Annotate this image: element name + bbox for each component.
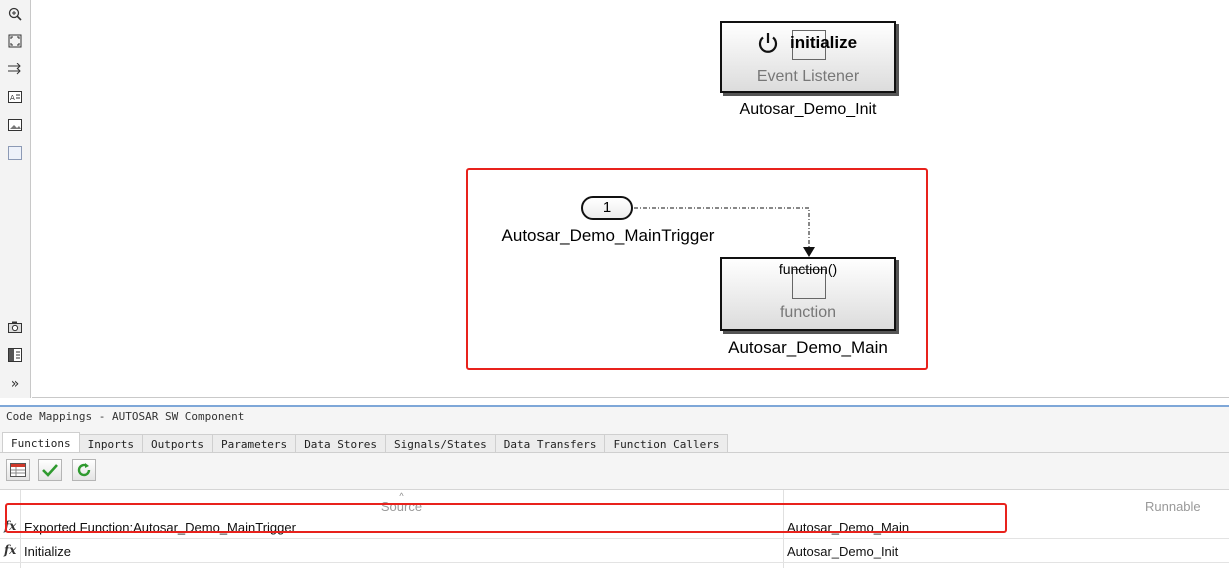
tab-data-stores[interactable]: Data Stores bbox=[295, 434, 387, 453]
camera-icon[interactable] bbox=[6, 318, 24, 336]
source-cell: Exported Function:Autosar_Demo_MainTrigg… bbox=[24, 520, 296, 535]
tab-data-transfers[interactable]: Data Transfers bbox=[494, 434, 606, 453]
column-divider bbox=[783, 490, 784, 568]
table-config-icon bbox=[10, 463, 26, 477]
svg-text:A: A bbox=[10, 94, 15, 102]
expand-icon[interactable]: » bbox=[10, 376, 20, 392]
inport-name[interactable]: Autosar_Demo_MainTrigger bbox=[501, 226, 715, 245]
table-row[interactable]: fx Exported Function:Autosar_Demo_MainTr… bbox=[0, 516, 1229, 539]
refresh-icon bbox=[77, 463, 91, 477]
function-icon: fx bbox=[4, 543, 17, 557]
tab-signals-states[interactable]: Signals/States bbox=[385, 434, 496, 453]
main-function-block[interactable]: function() function bbox=[720, 257, 896, 331]
table-row[interactable]: fx Initialize Autosar_Demo_Init bbox=[0, 540, 1229, 563]
area-icon[interactable] bbox=[6, 144, 24, 162]
main-block-subtitle: function bbox=[779, 304, 837, 321]
runnable-cell[interactable]: Autosar_Demo_Main bbox=[787, 520, 910, 535]
tab-parameters[interactable]: Parameters bbox=[211, 434, 297, 453]
main-block-title: function() bbox=[778, 261, 838, 277]
tab-function-callers[interactable]: Function Callers bbox=[604, 434, 729, 453]
validate-button[interactable] bbox=[38, 459, 62, 481]
sort-caret-icon: ^ bbox=[399, 491, 404, 501]
annotation-icon[interactable]: A bbox=[6, 88, 24, 106]
mapping-toolbar bbox=[0, 454, 1229, 488]
refresh-button[interactable] bbox=[72, 459, 96, 481]
initialize-block-title: initialize bbox=[790, 33, 858, 52]
tool-palette: A » bbox=[0, 0, 31, 398]
initialize-block-subtitle: Event Listener bbox=[756, 68, 860, 85]
model-canvas[interactable]: initialize Event Listener Autosar_Demo_I… bbox=[32, 0, 1229, 398]
column-header-source[interactable]: ^ Source bbox=[20, 491, 783, 518]
tab-inports[interactable]: Inports bbox=[78, 434, 143, 453]
function-call-signal bbox=[634, 207, 815, 257]
code-mappings-panel: Code Mappings - AUTOSAR SW Component Fun… bbox=[0, 405, 1229, 568]
check-icon bbox=[42, 464, 58, 477]
tab-outports[interactable]: Outports bbox=[141, 434, 213, 453]
initialize-block[interactable]: initialize Event Listener bbox=[720, 21, 896, 93]
block-port-square bbox=[792, 30, 826, 60]
column-divider bbox=[20, 490, 21, 568]
source-header-label: Source bbox=[380, 499, 423, 514]
inport-number: 1 bbox=[602, 199, 612, 216]
tab-functions[interactable]: Functions bbox=[2, 432, 80, 453]
image-icon[interactable] bbox=[6, 116, 24, 134]
panel-title: Code Mappings - AUTOSAR SW Component bbox=[6, 410, 245, 423]
runnable-cell[interactable]: Autosar_Demo_Init bbox=[787, 544, 899, 559]
function-icon: fx bbox=[4, 519, 17, 533]
property-inspector-icon[interactable] bbox=[6, 346, 24, 364]
configure-button[interactable] bbox=[6, 459, 30, 481]
source-cell: Initialize bbox=[24, 544, 71, 559]
tab-divider bbox=[0, 452, 1229, 453]
inport-block[interactable]: 1 bbox=[581, 196, 633, 220]
power-icon bbox=[758, 33, 778, 53]
fit-view-icon[interactable] bbox=[6, 32, 24, 50]
initialize-block-name[interactable]: Autosar_Demo_Init bbox=[739, 101, 877, 118]
main-block-name[interactable]: Autosar_Demo_Main bbox=[728, 338, 888, 357]
block-port-square bbox=[792, 269, 826, 299]
mapping-tabs: Functions Inports Outports Parameters Da… bbox=[2, 432, 729, 453]
functions-table: ^ Source Runnable fx Exported Function:A… bbox=[0, 489, 1229, 568]
zoom-icon[interactable] bbox=[6, 5, 24, 23]
signal-routing-icon[interactable] bbox=[6, 60, 24, 78]
column-header-runnable[interactable]: Runnable bbox=[1145, 499, 1201, 514]
